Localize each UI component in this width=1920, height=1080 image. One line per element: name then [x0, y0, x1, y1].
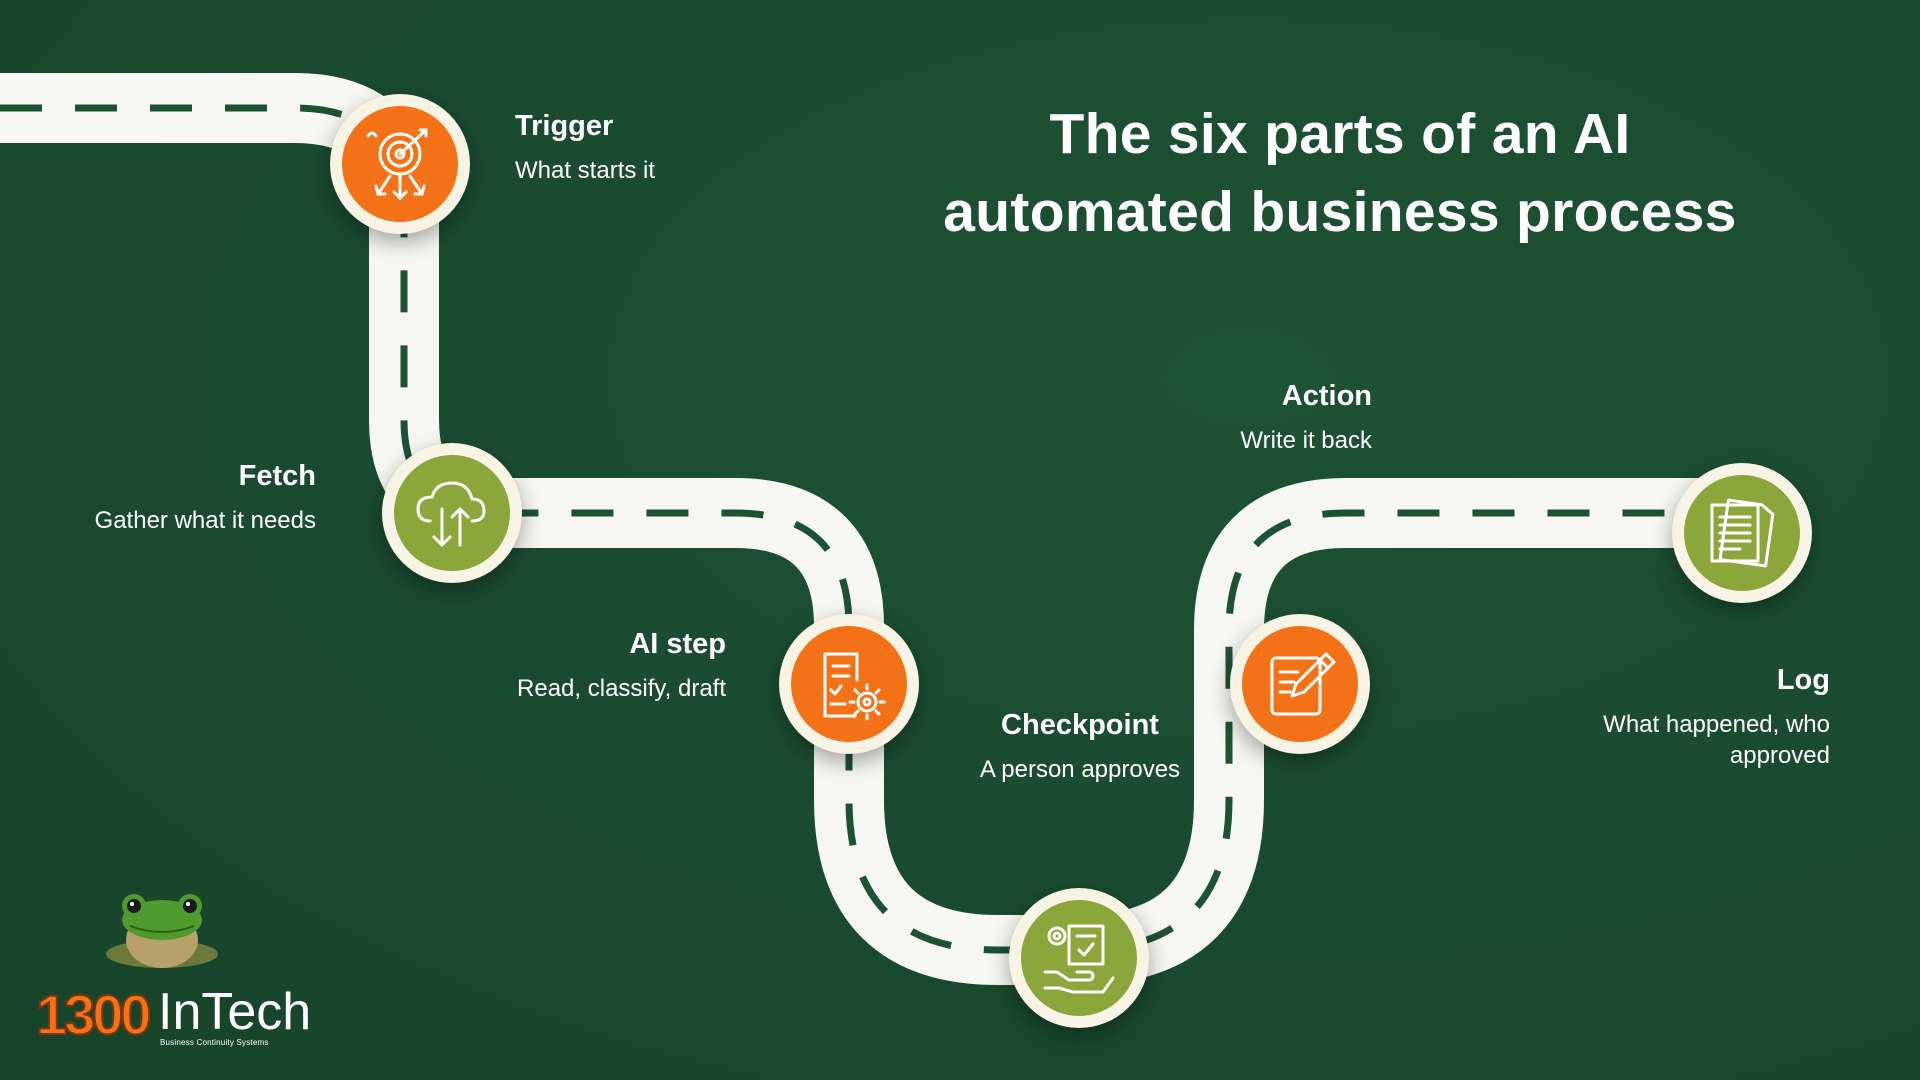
- target-arrows-icon: [366, 128, 428, 201]
- step-action-node: [1230, 614, 1370, 754]
- document-gear-icon: [823, 652, 886, 721]
- page-title: The six parts of an AI automated busines…: [860, 95, 1820, 251]
- step-log-desc-line-1: What happened, who: [1603, 711, 1830, 738]
- step-ai-desc: Read, classify, draft: [517, 675, 726, 702]
- step-ai-node: [779, 614, 919, 754]
- step-fetch-title: Fetch: [238, 460, 316, 492]
- step-ai-label: AI step Read, classify, draft: [490, 626, 726, 704]
- title-line-1: The six parts of an AI: [1049, 102, 1631, 166]
- edit-document-icon: [1270, 652, 1336, 716]
- step-action-title: Action: [1281, 380, 1372, 412]
- step-log-node: [1672, 463, 1812, 603]
- step-log-desc: What happened, who approved: [1560, 709, 1830, 771]
- logo-tagline: Business Continuity Systems: [160, 1038, 269, 1047]
- step-checkpoint-desc: A person approves: [979, 756, 1181, 783]
- step-trigger-label: Trigger What starts it: [515, 108, 655, 186]
- company-logo: 1300 InTech Business Continuity Systems: [35, 890, 311, 1050]
- step-ai-title: AI step: [629, 628, 726, 660]
- documents-stack-icon: [1710, 498, 1775, 568]
- hand-approval-icon: [1043, 924, 1115, 994]
- step-fetch-desc: Gather what it needs: [94, 507, 316, 534]
- step-log-label: Log What happened, who approved: [1560, 662, 1830, 771]
- step-fetch-label: Fetch Gather what it needs: [60, 458, 316, 536]
- step-trigger-desc: What starts it: [515, 157, 656, 184]
- step-action-label: Action Write it back: [1180, 378, 1372, 456]
- step-log-title: Log: [1776, 664, 1830, 696]
- logo-name: InTech: [158, 983, 312, 1041]
- step-trigger-node: [330, 94, 470, 234]
- step-checkpoint-label: Checkpoint A person approves: [920, 707, 1240, 785]
- road-centerline: [0, 104, 1740, 954]
- step-fetch-node: [382, 443, 522, 583]
- step-trigger-title: Trigger: [515, 110, 614, 142]
- step-checkpoint-node: [1009, 888, 1149, 1028]
- frog-icon: [106, 894, 218, 968]
- step-checkpoint-title: Checkpoint: [1001, 709, 1159, 741]
- step-action-desc: Write it back: [1240, 427, 1372, 454]
- cloud-upload-download-icon: [416, 481, 486, 547]
- logo-number: 1300: [35, 982, 153, 1047]
- title-line-2: automated business process: [943, 180, 1737, 244]
- step-log-desc-line-2: approved: [1729, 742, 1830, 769]
